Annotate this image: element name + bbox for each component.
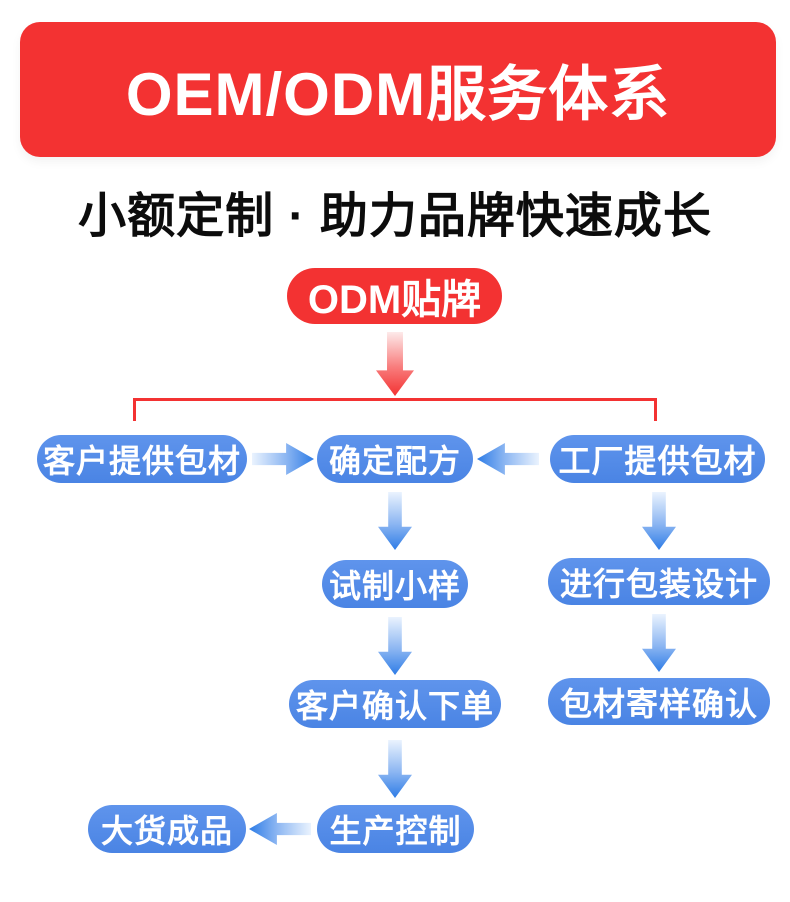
odm-badge: ODM贴牌 <box>287 268 502 324</box>
flow-node-packaging-design: 进行包装设计 <box>548 558 770 605</box>
arrow-down-icon <box>642 492 676 550</box>
flow-node-material-sample-confirm: 包材寄样确认 <box>548 678 770 725</box>
banner: OEM/ODM服务体系 <box>20 22 776 157</box>
arrow-left-icon <box>249 813 311 845</box>
arrow-right-icon <box>252 443 314 475</box>
page-title: OEM/ODM服务体系 <box>125 61 671 128</box>
arrow-left-icon <box>477 443 539 475</box>
subtitle: 小额定制 · 助力品牌快速成长 <box>78 190 712 243</box>
flow-node-factory-materials: 工厂提供包材 <box>550 435 765 483</box>
flow-node-confirm-formula: 确定配方 <box>317 435 473 483</box>
arrow-down-icon <box>378 617 412 675</box>
flow-node-customer-materials: 客户提供包材 <box>37 435 247 483</box>
red-arrow-down-icon <box>376 332 414 396</box>
flow-node-trial-sample: 试制小样 <box>322 560 468 608</box>
branch-connector <box>133 398 657 421</box>
arrow-down-icon <box>642 614 676 672</box>
arrow-down-icon <box>378 492 412 550</box>
flow-node-customer-order: 客户确认下单 <box>289 680 501 728</box>
odm-badge-label: ODM贴牌 <box>307 278 482 322</box>
arrow-down-icon <box>378 740 412 798</box>
flow-node-production-control: 生产控制 <box>317 805 474 853</box>
flow-node-bulk-product: 大货成品 <box>88 805 246 853</box>
